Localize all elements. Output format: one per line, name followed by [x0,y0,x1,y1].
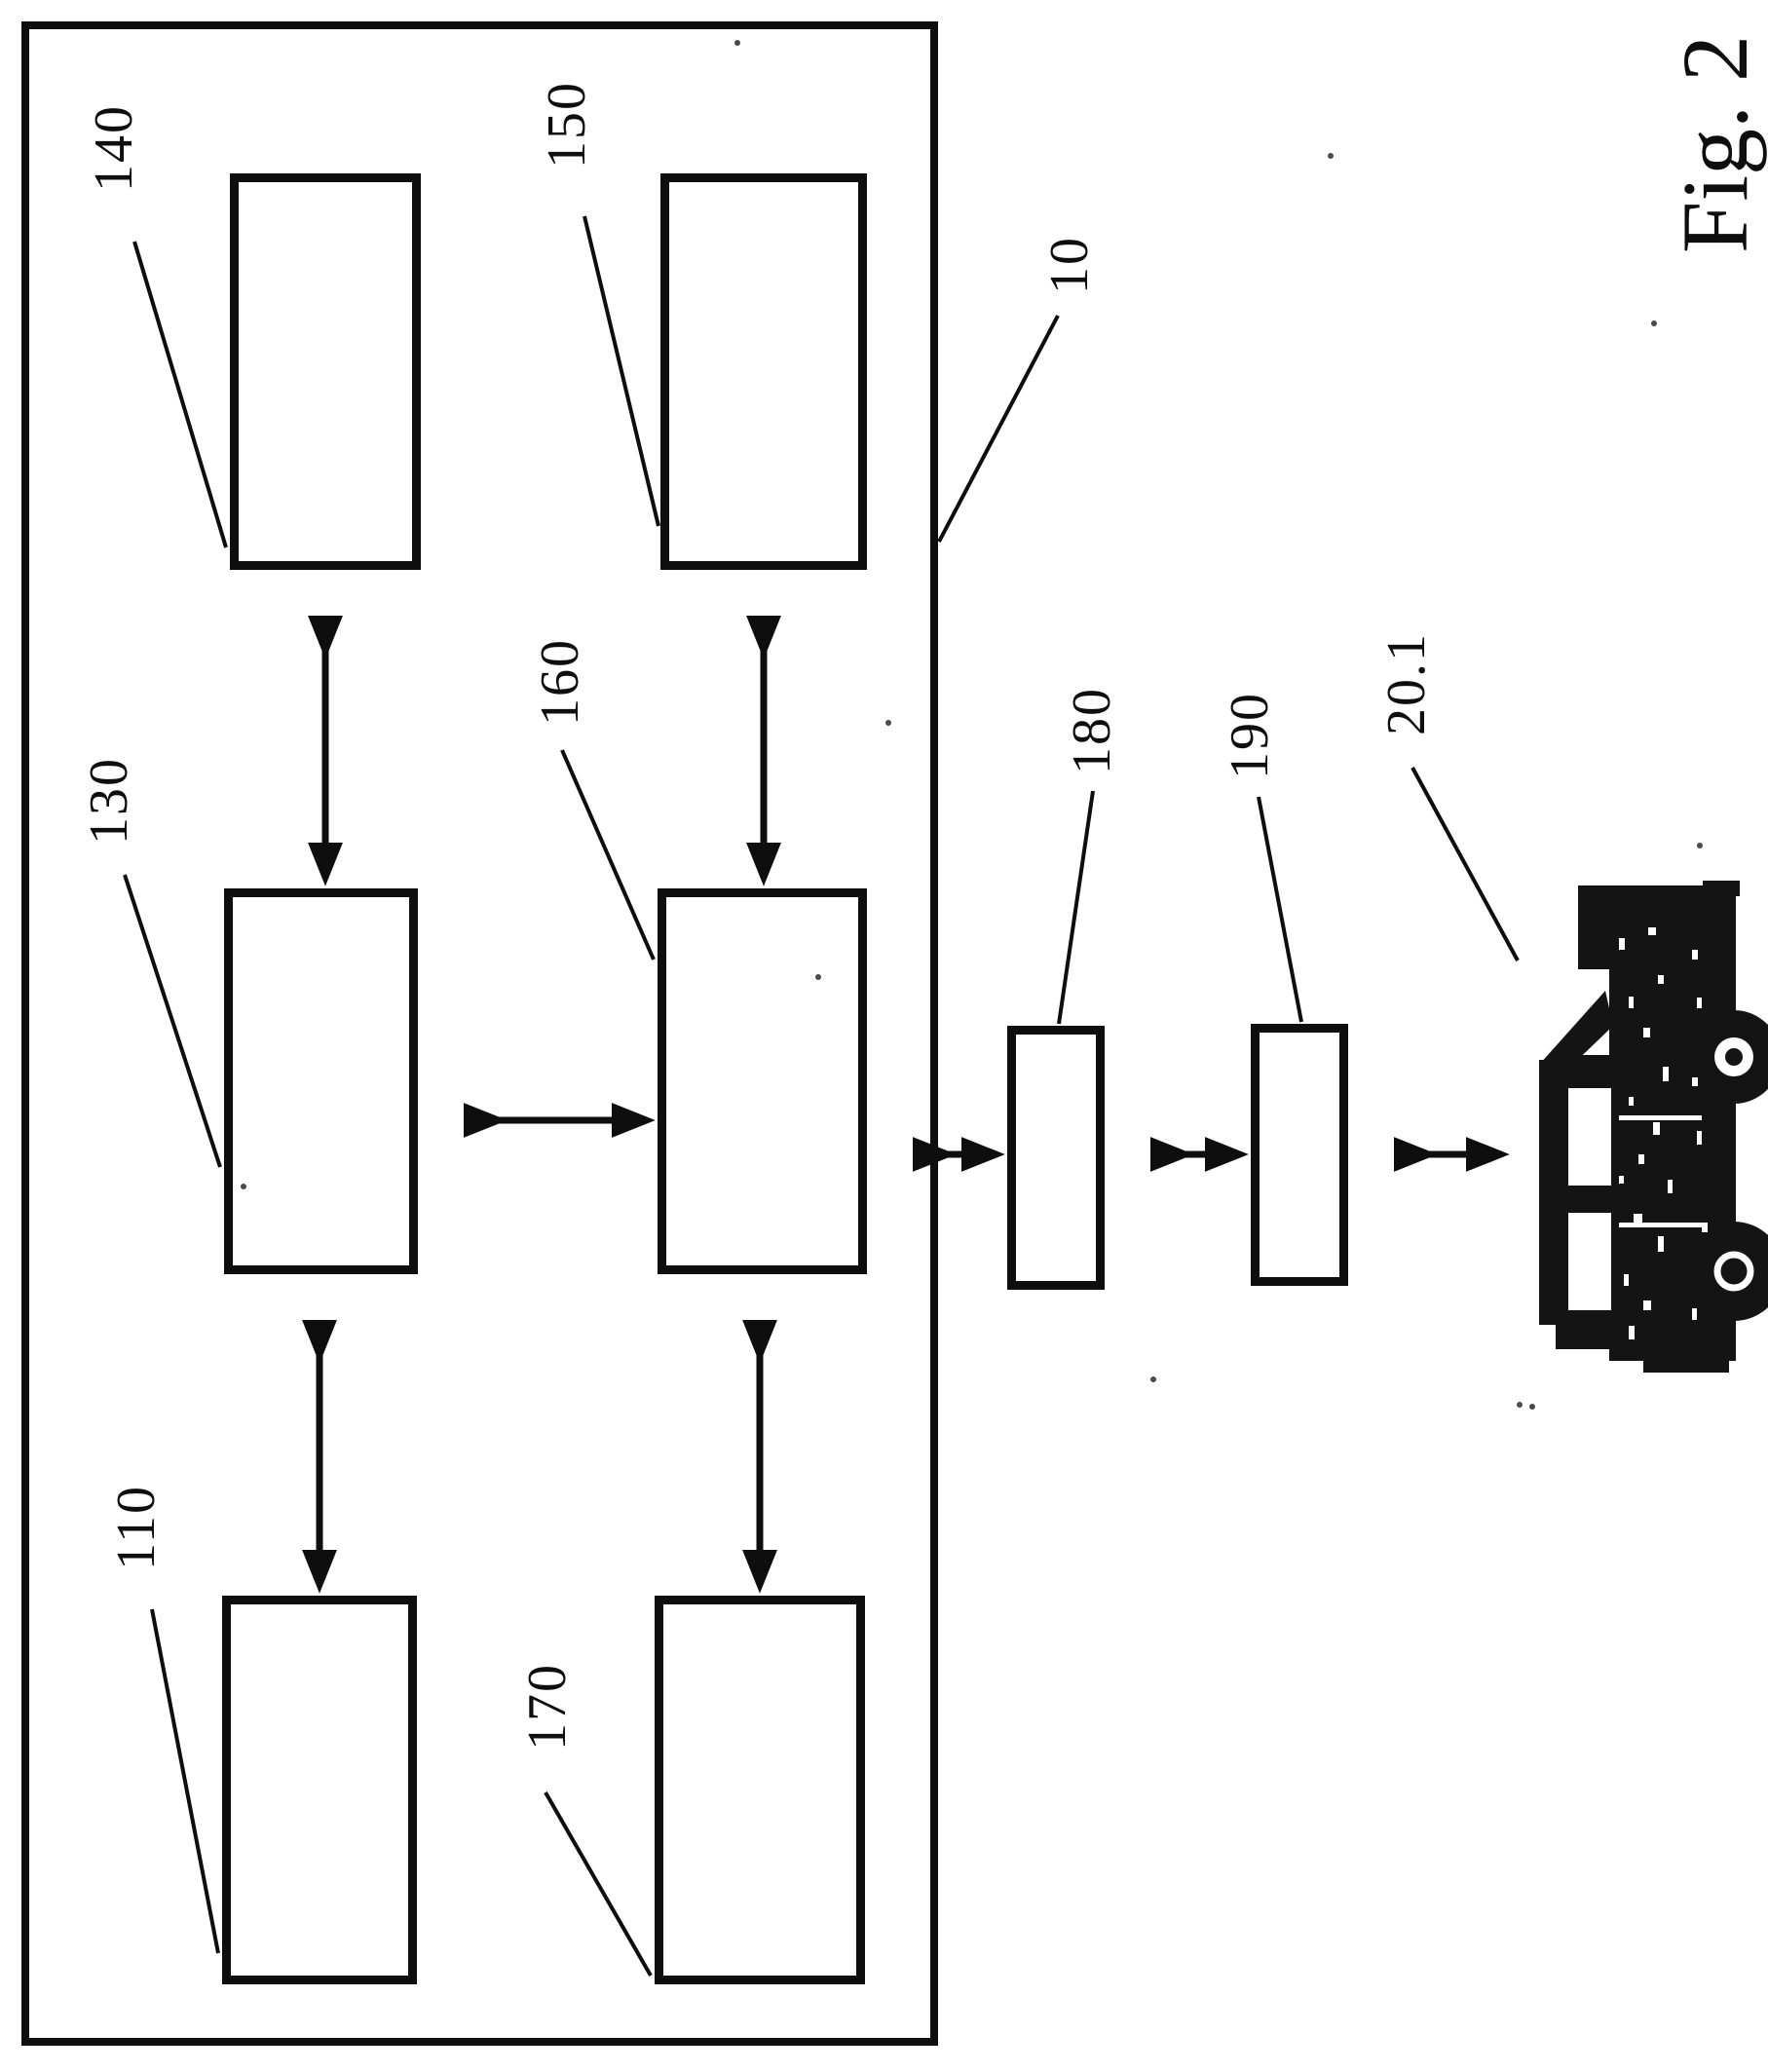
leader-150 [583,215,660,527]
component-box-110 [222,1596,417,1984]
leader-130 [123,874,222,1168]
component-box-140 [230,173,421,570]
label-130: 130 [79,757,139,845]
leader-20-1 [1411,767,1520,961]
label-20-1: 20.1 [1376,632,1437,735]
scan-noise-speckles [241,40,1703,1410]
label-190: 190 [1220,692,1280,779]
system-boundary-box-10 [21,21,938,2046]
leader-190 [1257,796,1303,1023]
truck-icon [1539,881,1768,1373]
leader-160 [560,749,656,961]
label-10: 10 [1039,236,1100,294]
component-box-150 [660,173,867,570]
label-140: 140 [84,104,144,192]
leader-lines [123,215,1520,1977]
leader-170 [544,1791,653,1977]
leader-180 [1057,790,1095,1025]
label-160: 160 [530,638,590,726]
label-150: 150 [537,81,597,169]
component-box-190 [1251,1024,1348,1286]
component-box-160 [658,888,867,1274]
truck-speckle-texture [1619,927,1708,1339]
label-180: 180 [1062,687,1122,774]
component-box-180 [1007,1026,1105,1290]
leader-10 [937,315,1060,543]
leader-140 [132,241,228,548]
component-box-170 [655,1596,865,1984]
label-170: 170 [517,1663,578,1751]
component-box-130 [224,888,418,1274]
figure-caption: Fig. 2 [1663,34,1767,254]
leader-110 [150,1608,220,1954]
label-110: 110 [106,1485,167,1570]
bidirectional-arrows [302,616,1510,1594]
